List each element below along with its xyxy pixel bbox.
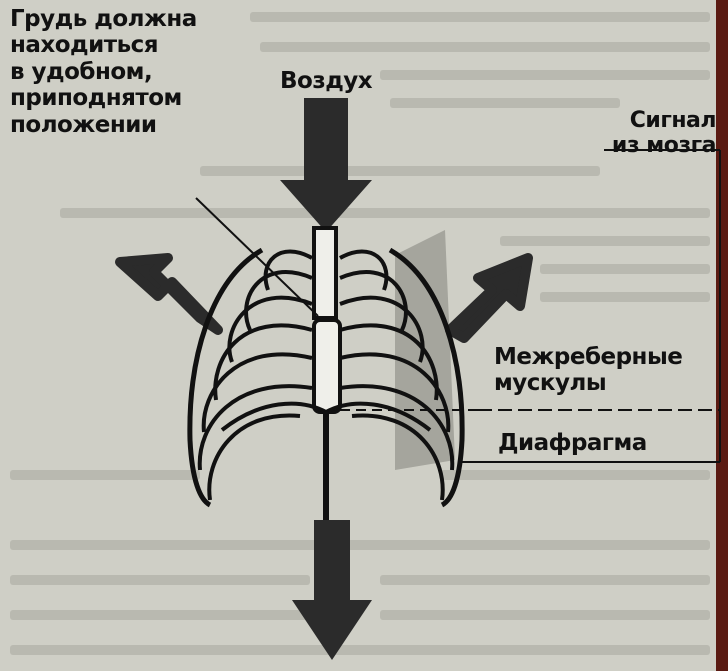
- chest-pointer-line: [196, 198, 318, 316]
- arrow-out-left: [120, 258, 218, 330]
- chest-note-line-5: положении: [10, 112, 197, 138]
- intercostal-line-1: Межреберные: [494, 344, 682, 370]
- chest-note-line-3: в удобном,: [10, 59, 197, 85]
- diaphragm-arrow-down: [292, 520, 372, 660]
- chest-position-note: Грудь должна находиться в удобном, припо…: [10, 6, 197, 138]
- intercostal-muscles-label: Межреберные мускулы: [494, 344, 682, 397]
- brain-signal-line-2: из мозга: [604, 133, 716, 158]
- air-arrow-in: [280, 98, 372, 232]
- chest-note-line-2: находиться: [10, 32, 197, 58]
- brain-signal-label: Сигнал из мозга: [604, 108, 716, 159]
- diaphragm-label: Диафрагма: [498, 430, 647, 456]
- chest-note-line-1: Грудь должна: [10, 6, 197, 32]
- brain-signal-line-1: Сигнал: [604, 108, 716, 133]
- air-label: Воздух: [280, 68, 372, 94]
- intercostal-line-2: мускулы: [494, 370, 682, 396]
- arrow-out-right: [450, 258, 528, 338]
- page-edge: [716, 0, 728, 671]
- chest-note-line-4: приподнятом: [10, 85, 197, 111]
